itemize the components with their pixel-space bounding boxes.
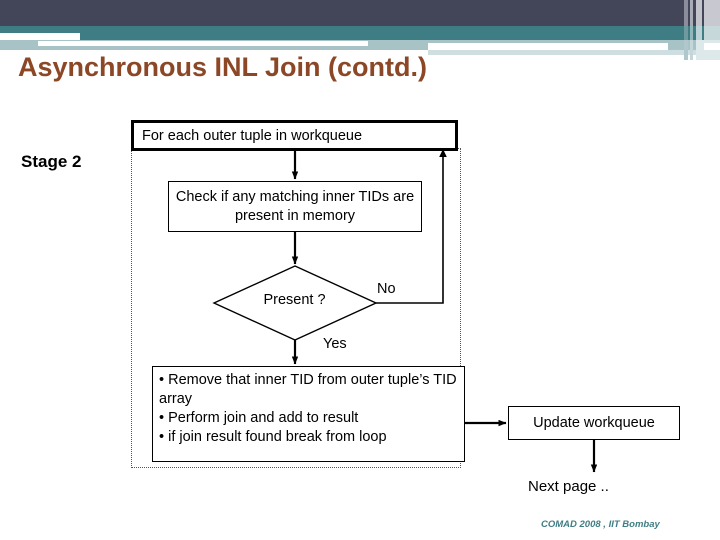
decision-label: Present ? [263,292,326,308]
header-white-band [38,41,368,46]
header-white-right [428,43,668,50]
stage-label: Stage 2 [21,152,82,171]
loop-header-label: For each outer tuple in workqueue [142,127,363,144]
slide-footer: COMAD 2008 , IIT Bombay [541,519,660,530]
check-inner-tids-label: Check if any matching inner TIDs are pre… [175,189,415,224]
branch-label-no: No [377,281,396,297]
header-stripe-pale-1 [684,40,688,60]
action-item-2: • Perform join and add to result [159,410,359,427]
branch-label-yes: Yes [323,336,347,352]
actions-box[interactable]: • Remove that inner TID from outer tuple… [152,366,465,462]
loop-header-box[interactable]: For each outer tuple in workqueue [131,120,458,151]
header-stripe-pale-2 [690,40,693,60]
update-workqueue-box[interactable]: Update workqueue [508,406,680,440]
check-inner-tids-box[interactable]: Check if any matching inner TIDs are pre… [168,181,422,232]
header-white-left [0,33,80,40]
action-item-1: • Remove that inner TID from outer tuple… [159,372,457,408]
action-item-3: • if join result found break from loop [159,429,387,446]
header-dark-band [0,0,720,26]
header-white-right-2 [248,50,428,55]
header-teal-right [428,33,720,40]
update-workqueue-label: Update workqueue [533,414,655,431]
header-stripe-white [704,43,720,50]
next-page-label: Next page .. [528,478,609,495]
page-title: Asynchronous INL Join (contd.) [18,52,428,82]
header-pale-right [428,50,720,55]
